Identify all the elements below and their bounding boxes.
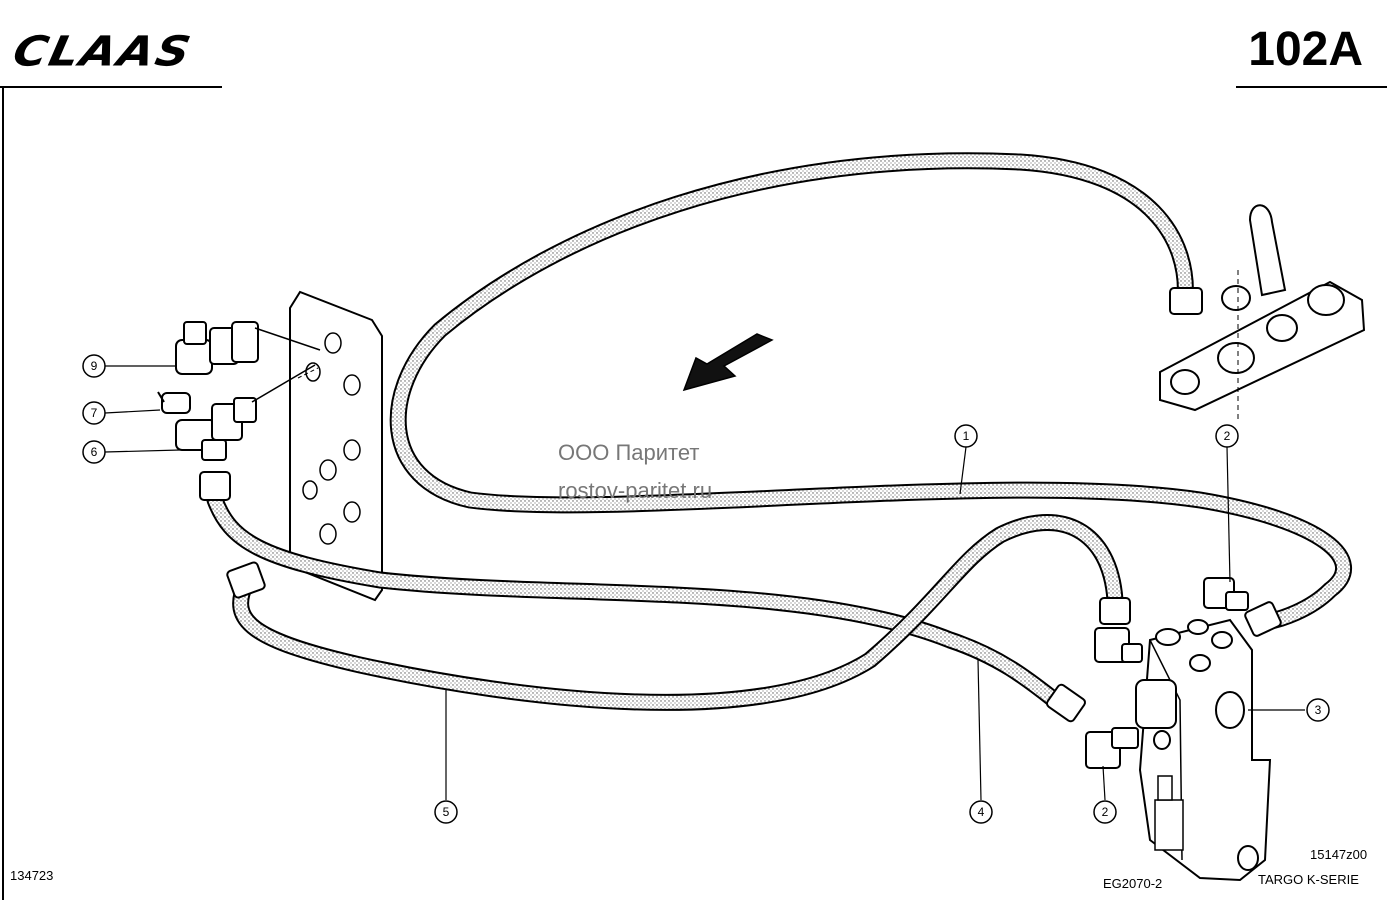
- page-number: 102A: [1248, 23, 1363, 76]
- callout-5: 5: [434, 800, 458, 824]
- elbow-fitting-middle: [1094, 627, 1143, 663]
- svg-text:2: 2: [1102, 805, 1109, 819]
- svg-text:7: 7: [91, 406, 98, 420]
- svg-text:2: 2: [1224, 429, 1231, 443]
- svg-text:6: 6: [91, 445, 98, 459]
- footer-drawing-ref: 15147z00: [1310, 847, 1368, 862]
- header-rule-left: [0, 86, 222, 88]
- callout-1: 1: [954, 424, 978, 448]
- coupling-plate: [1159, 204, 1366, 420]
- footer-center-code: EG2070-2: [1103, 876, 1163, 891]
- hose-5: [232, 514, 1124, 711]
- hose-4: [206, 491, 1079, 721]
- hose-1: [389, 152, 1352, 631]
- svg-text:9: 9: [91, 359, 98, 373]
- callout-3: 3: [1306, 698, 1330, 722]
- leader-lines-plate: [251, 327, 321, 403]
- header-rule-right: [1236, 86, 1387, 88]
- fitting-9: [175, 321, 259, 375]
- mounting-plate: [289, 290, 383, 602]
- callout-2-upper: 2: [1215, 424, 1239, 448]
- svg-text:3: 3: [1315, 703, 1322, 717]
- direction-arrow-icon: [682, 333, 774, 392]
- hose-end-fittings: [199, 287, 1282, 723]
- svg-text:4: 4: [978, 805, 985, 819]
- frame-left-border: [2, 86, 4, 900]
- elbow-fitting-lower: [1085, 727, 1139, 769]
- svg-text:5: 5: [443, 805, 450, 819]
- callout-7: 7: [82, 401, 106, 425]
- svg-text:1: 1: [963, 429, 970, 443]
- callout-2-lower: 2: [1093, 800, 1117, 824]
- watermark-company: ООО Паритет: [558, 440, 700, 465]
- footer-series: TARGO K-SERIE: [1258, 872, 1359, 887]
- elbow-fitting-upper: [1203, 577, 1249, 611]
- callout-9: 9: [82, 354, 106, 378]
- fitting-7: [157, 391, 191, 414]
- control-valve-block: [1135, 618, 1272, 882]
- callout-4: 4: [969, 800, 993, 824]
- fitting-6: [175, 397, 257, 461]
- callout-6: 6: [82, 440, 106, 464]
- footer-left-code: 134723: [10, 868, 54, 883]
- watermark-website: rostov-paritet.ru: [558, 478, 713, 503]
- callout-leaders: [104, 365, 1305, 801]
